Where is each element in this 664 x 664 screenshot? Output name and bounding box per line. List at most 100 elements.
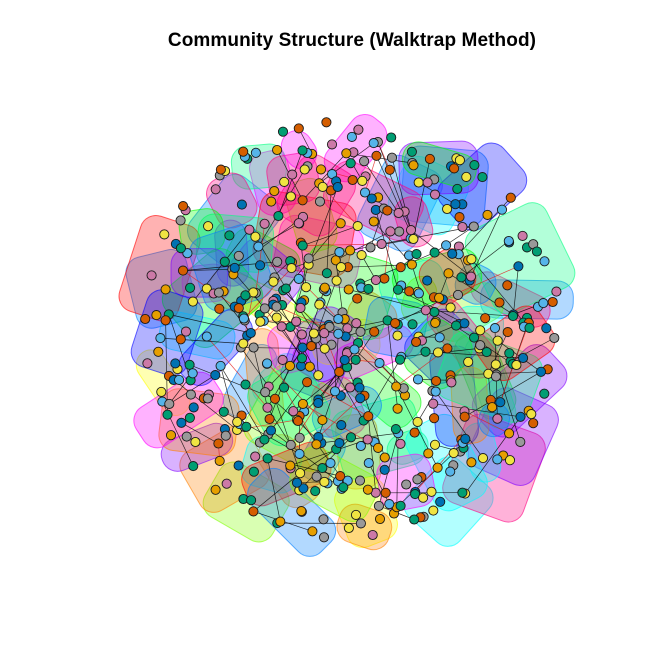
network-node <box>338 482 349 493</box>
network-node <box>317 181 328 192</box>
network-node <box>541 323 552 334</box>
network-node <box>350 354 361 365</box>
network-node <box>365 242 376 253</box>
network-node <box>345 432 357 443</box>
network-node <box>277 126 289 137</box>
network-node <box>165 430 177 441</box>
network-node <box>492 454 503 465</box>
network-edge <box>335 231 391 261</box>
network-node <box>265 425 277 436</box>
network-edge <box>255 223 265 293</box>
network-node <box>481 347 492 358</box>
network-node <box>333 313 344 325</box>
network-node <box>140 313 151 325</box>
network-node <box>326 139 338 150</box>
network-node <box>334 438 345 449</box>
network-edge <box>513 266 519 315</box>
network-node <box>319 282 330 293</box>
network-node <box>203 221 214 232</box>
network-node <box>352 221 363 232</box>
network-node <box>325 458 336 469</box>
network-node <box>495 397 506 408</box>
network-node <box>343 284 354 295</box>
network-edge <box>315 338 319 376</box>
network-node <box>151 310 162 321</box>
network-edge <box>470 209 503 277</box>
network-node <box>313 370 324 381</box>
network-node <box>394 354 406 365</box>
network-node <box>551 286 562 297</box>
network-node <box>457 221 468 233</box>
network-node <box>373 442 384 453</box>
network-node <box>156 386 167 397</box>
network-node <box>350 509 362 520</box>
network-node <box>465 271 477 282</box>
network-node <box>224 230 235 241</box>
network-node <box>448 448 459 459</box>
network-node <box>268 276 279 287</box>
network-node <box>408 160 419 171</box>
network-node <box>301 282 312 293</box>
community-hull <box>160 422 234 472</box>
network-node <box>170 358 181 369</box>
network-node <box>413 177 424 188</box>
network-node <box>442 343 453 354</box>
network-node <box>369 326 380 337</box>
network-node <box>452 183 463 194</box>
network-node <box>317 415 328 426</box>
network-node <box>335 471 346 482</box>
network-node <box>430 317 441 328</box>
network-node <box>423 448 434 459</box>
network-edge <box>387 320 398 409</box>
network-node <box>296 506 307 517</box>
network-node <box>297 145 308 156</box>
network-node <box>504 428 515 439</box>
network-node <box>347 174 358 186</box>
network-node <box>549 332 560 344</box>
network-node <box>188 461 199 472</box>
network-node <box>413 288 424 299</box>
network-node <box>422 275 433 286</box>
network-node <box>332 181 343 193</box>
network-node <box>511 359 522 371</box>
network-node <box>504 455 516 466</box>
network-node <box>262 402 273 413</box>
network-node <box>363 283 374 294</box>
network-node <box>349 344 360 355</box>
network-node <box>367 529 378 541</box>
network-edge <box>253 472 301 512</box>
network-node <box>275 516 286 527</box>
network-node <box>351 318 362 329</box>
network-node <box>475 325 486 336</box>
network-edge <box>413 158 431 240</box>
network-node <box>233 303 244 314</box>
network-node <box>313 397 324 409</box>
network-node <box>279 176 290 187</box>
network-node <box>395 438 406 449</box>
network-node <box>260 387 271 398</box>
network-node <box>259 434 270 445</box>
network-node <box>341 148 352 159</box>
network-node <box>272 256 283 267</box>
network-node <box>285 460 296 471</box>
network-node <box>188 402 199 413</box>
network-edge <box>435 391 484 459</box>
network-node <box>334 366 345 377</box>
network-node <box>459 411 470 422</box>
network-node <box>386 152 398 163</box>
network-node <box>531 246 542 257</box>
network-node <box>335 218 346 229</box>
network-node <box>219 256 230 267</box>
network-node <box>384 499 395 510</box>
network-node <box>362 434 373 445</box>
network-node <box>248 342 259 353</box>
network-node <box>395 262 406 273</box>
network-node <box>255 316 266 327</box>
network-node <box>492 335 503 346</box>
network-node <box>489 323 501 334</box>
network-node <box>422 177 433 188</box>
network-edge <box>273 304 346 337</box>
network-node <box>368 138 379 149</box>
network-node <box>187 368 198 379</box>
network-node <box>429 247 440 258</box>
